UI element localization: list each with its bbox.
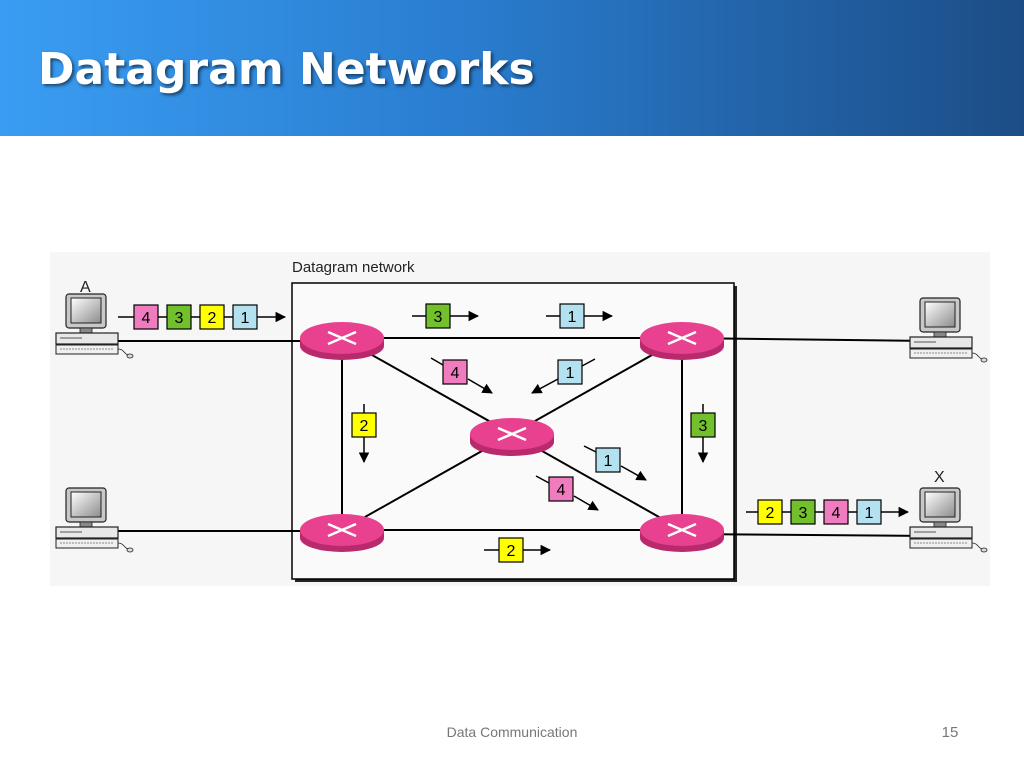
packet-label: 1 [566,365,575,382]
router-top-left [300,322,384,360]
packet-label: 4 [142,310,151,327]
host-x-computer-icon [909,487,988,553]
footer-text: Data Communication [446,724,578,740]
packet-3 [790,499,816,525]
router-bottom-right [640,514,724,552]
packet-1 [856,499,882,525]
packet-label: 4 [451,365,460,382]
datagram-network-diagram: Datagram network [50,252,990,586]
packet-diagonal-1-upper: 1 [531,358,596,394]
host-bottom-left-computer-icon [55,487,134,553]
packet-label: 1 [865,505,874,522]
packet-2 [199,304,225,330]
packet-label: 1 [604,453,613,470]
packet-diagonal-1-lower: 1 [583,445,647,481]
diagram-canvas: Datagram network [55,259,988,582]
packet-1 [232,304,258,330]
slide-title: Datagram Networks [38,44,535,95]
destination-packet-queue: 2 3 4 1 [746,499,910,525]
page-number: 15 [941,724,959,741]
packet-label: 2 [360,418,369,435]
packet-label: 3 [699,418,708,435]
host-x-label: X [934,469,945,486]
packet-4 [823,499,849,525]
packet-label: 3 [434,309,443,326]
host-a-label: A [80,279,91,296]
packet-diagonal-4-lower: 4 [535,475,599,511]
host-top-right-computer-icon [909,297,988,363]
title-bar: Datagram Networks [0,0,1024,136]
packet-right-link-3: 3 [690,404,716,464]
router-center [470,418,554,456]
packet-label: 1 [241,310,250,327]
router-top-right [640,322,724,360]
packet-bottom-link-2: 2 [484,537,552,563]
packet-top-link-3: 3 [412,303,480,329]
packet-left-link-2: 2 [351,404,377,464]
packet-top-link-1: 1 [546,303,614,329]
packet-label: 2 [766,505,775,522]
source-packet-queue: 4 3 2 1 [118,304,287,330]
packet-2 [757,499,783,525]
packet-label: 4 [557,482,566,499]
packet-label: 1 [568,309,577,326]
packet-label: 2 [507,543,516,560]
packet-diagonal-4-upper: 4 [430,357,493,394]
router-bottom-left [300,514,384,552]
host-a-computer-icon [55,293,134,359]
packet-label: 3 [799,505,808,522]
packet-label: 2 [208,310,217,327]
network-label: Datagram network [292,259,415,276]
packet-label: 4 [832,505,841,522]
packet-label: 3 [175,310,184,327]
